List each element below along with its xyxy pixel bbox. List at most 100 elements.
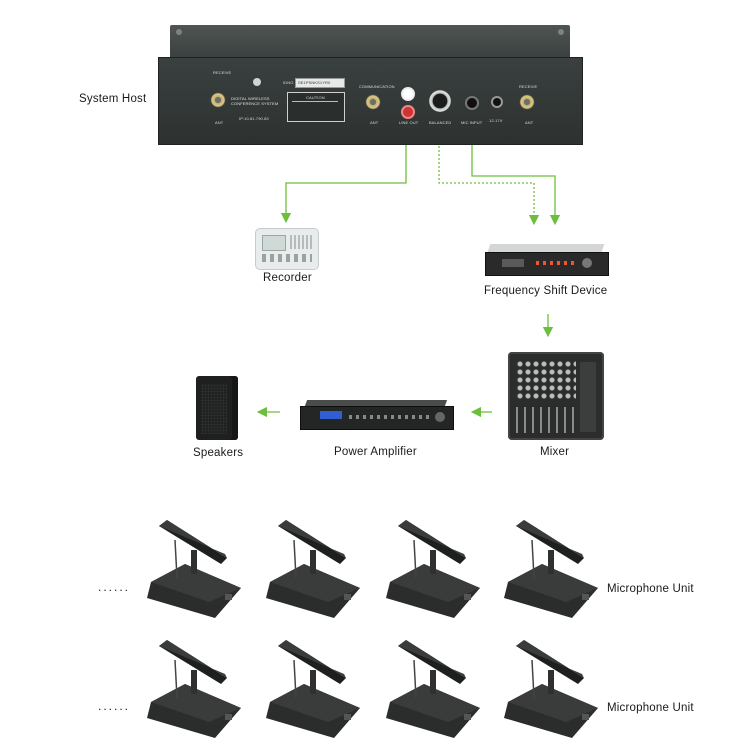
caution-text: CAUTION: [306, 95, 325, 100]
power-label: 12-17V: [489, 118, 503, 123]
microphone-unit: [264, 520, 364, 620]
mic-button: [225, 714, 232, 720]
mic-gooseneck: [548, 670, 554, 694]
screw: [176, 29, 182, 35]
line-micinput-to-fsd: [471, 130, 561, 226]
communication-connector: [365, 94, 381, 110]
mic-gooseneck: [310, 550, 316, 574]
mic-head-top: [398, 640, 466, 678]
balanced-label: BALANCED: [429, 120, 452, 125]
speaker-device: [196, 376, 238, 440]
mic-button: [464, 594, 471, 600]
frequency-shift-device: [485, 244, 609, 276]
communication-label: COMMUNICATION: [359, 84, 395, 89]
caution-rule: [292, 101, 338, 102]
ip-text: IP:10.81.790.83: [239, 116, 269, 121]
microphone-unit-graphic: [266, 520, 360, 618]
microphone-unit-graphic: [147, 640, 241, 738]
mixer-faders: [516, 407, 576, 433]
xlr-balanced-jack: [429, 90, 451, 112]
mic-base-top: [508, 684, 598, 722]
ellipsis-row2: ......: [98, 699, 131, 713]
mixer-knobs: [516, 360, 576, 400]
mic-gooseneck: [191, 550, 197, 574]
mic-antenna: [531, 659, 535, 699]
rca-red-jack: [401, 105, 415, 119]
mixer-label: Mixer: [540, 446, 570, 458]
ellipsis-row1: ......: [98, 580, 131, 594]
mic-head-top: [159, 520, 227, 558]
receive-left-label: RECEIVE: [213, 70, 232, 75]
microphone-unit-graphic: [386, 520, 480, 618]
mic-antenna: [413, 539, 417, 579]
mixer-master-section: [580, 362, 596, 432]
ground-icon: [253, 78, 261, 86]
mic-base-top: [270, 684, 360, 722]
mic-base-top: [151, 684, 241, 722]
fsd-top: [487, 244, 605, 252]
mic-head-top: [278, 520, 346, 558]
screw: [558, 29, 564, 35]
fsd-display: [502, 259, 524, 267]
recorder-keys: [262, 254, 312, 262]
microphone-unit: [384, 640, 484, 740]
mic-gooseneck: [548, 550, 554, 574]
host-top-cover: [170, 25, 570, 57]
mic-base-top: [508, 564, 598, 602]
fsd-front-panel: [485, 252, 609, 276]
microphone-unit: [145, 640, 245, 740]
microphone-unit-graphic: [266, 640, 360, 738]
microphone-unit: [502, 520, 602, 620]
mic-head-top: [516, 640, 584, 678]
microphone-unit-label-row2: Microphone Unit: [607, 702, 694, 714]
amp-display: [320, 411, 342, 419]
mic-antenna: [531, 539, 535, 579]
mic-button: [344, 714, 351, 720]
mic-antenna: [293, 539, 297, 579]
power-jack: [491, 96, 503, 108]
mic-gooseneck: [430, 670, 436, 694]
ant-mid-label: ANT: [370, 120, 379, 125]
power-amplifier-label: Power Amplifier: [334, 446, 417, 458]
mic-button: [464, 714, 471, 720]
mic-head-top: [278, 640, 346, 678]
system-host-device: RECEIVE ANT IDNO SE1PSNKS1YR0 DIGITAL WI…: [158, 25, 583, 145]
recorder-device: [255, 228, 319, 270]
recorder-speaker-grill: [290, 235, 312, 249]
line-balanced-to-fsd: [438, 130, 540, 226]
antenna-connector-right: [519, 94, 535, 110]
power-amplifier-device: [300, 400, 454, 430]
mic-input-jack: [465, 96, 479, 110]
mic-base-top: [151, 564, 241, 602]
mic-antenna: [174, 659, 178, 699]
microphone-unit: [145, 520, 245, 620]
speaker-grill: [201, 384, 227, 434]
mic-button: [582, 714, 589, 720]
mic-button: [582, 594, 589, 600]
fsd-leds: [536, 261, 576, 265]
microphone-unit-label-row1: Microphone Unit: [607, 583, 694, 595]
fsd-knob: [582, 258, 592, 268]
microphone-unit: [384, 520, 484, 620]
mic-button: [344, 594, 351, 600]
mic-button: [225, 594, 232, 600]
microphone-unit-graphic: [504, 640, 598, 738]
receive-right-label: RECEIVE: [519, 84, 538, 89]
microphone-unit-graphic: [147, 520, 241, 618]
mic-gooseneck: [310, 670, 316, 694]
amp-knob: [435, 412, 445, 422]
caution-sticker: CAUTION: [287, 92, 345, 122]
serial-sticker: SE1PSNKS1YR0: [295, 78, 345, 88]
recorder-label: Recorder: [263, 272, 312, 284]
mic-gooseneck: [430, 550, 436, 574]
rca-white-jack: [401, 87, 415, 101]
mic-base-top: [390, 564, 480, 602]
recorder-screen: [262, 235, 286, 251]
microphone-unit-graphic: [504, 520, 598, 618]
mic-antenna: [174, 539, 178, 579]
mic-input-label: MIC INPUT: [461, 120, 483, 125]
line-host-to-recorder: [280, 130, 407, 224]
line-out-label: LINE OUT: [399, 120, 419, 125]
mic-base-top: [270, 564, 360, 602]
host-rear-panel: RECEIVE ANT IDNO SE1PSNKS1YR0 DIGITAL WI…: [158, 57, 583, 145]
